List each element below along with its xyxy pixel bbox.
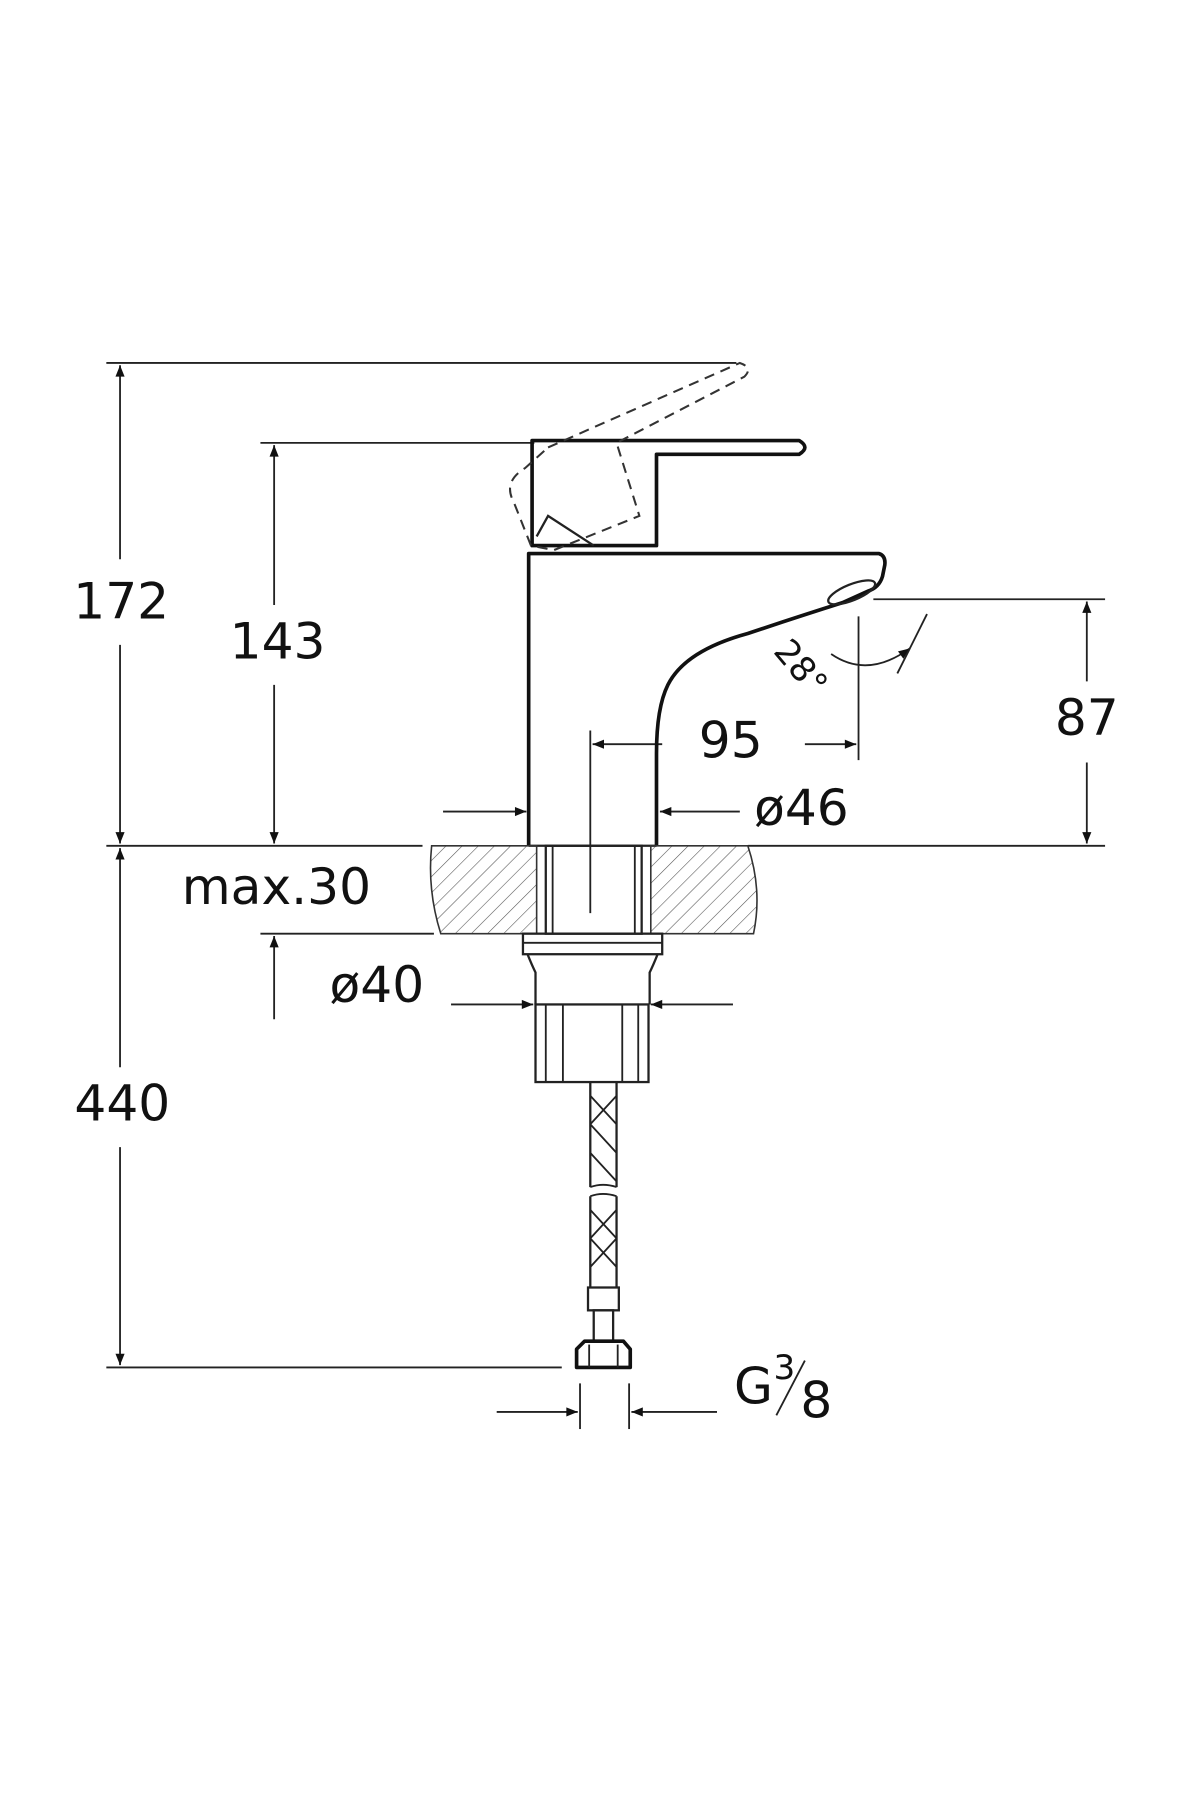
dimension-143: 143 [230,445,326,844]
label-thread-g: G [734,1357,773,1416]
dimension-440: 440 [74,848,170,1366]
flexible-hose [574,1082,633,1370]
label-440: 440 [74,1074,170,1133]
fixing-nut [521,932,664,1084]
label-thread-numerator: 3 [773,1348,795,1388]
dimension-95: 95 [592,711,857,770]
label-thread-denominator: 8 [800,1370,832,1429]
dimension-diameter-46: ø46 [443,778,849,837]
label-diameter-46: ø46 [754,778,849,837]
label-diameter-40: ø40 [330,955,425,1014]
faucet-lever [530,438,807,548]
label-angle-28: 28° [765,632,835,704]
label-172: 172 [73,571,169,630]
dimension-diameter-40: ø40 [330,955,733,1014]
dimension-angle-28: 28° [765,613,928,704]
raised-lever-outline [509,361,750,552]
extension-lines [106,362,1106,1430]
dimension-87: 87 [1055,601,1119,844]
countertop-section: max.30 [182,844,758,1020]
label-95: 95 [699,711,763,770]
dimension-172: 172 [73,365,169,844]
label-143: 143 [230,611,326,670]
label-87: 87 [1055,688,1119,747]
label-max-30: max.30 [182,857,371,916]
dimension-thread-g38: G 3 8 [496,1348,832,1429]
